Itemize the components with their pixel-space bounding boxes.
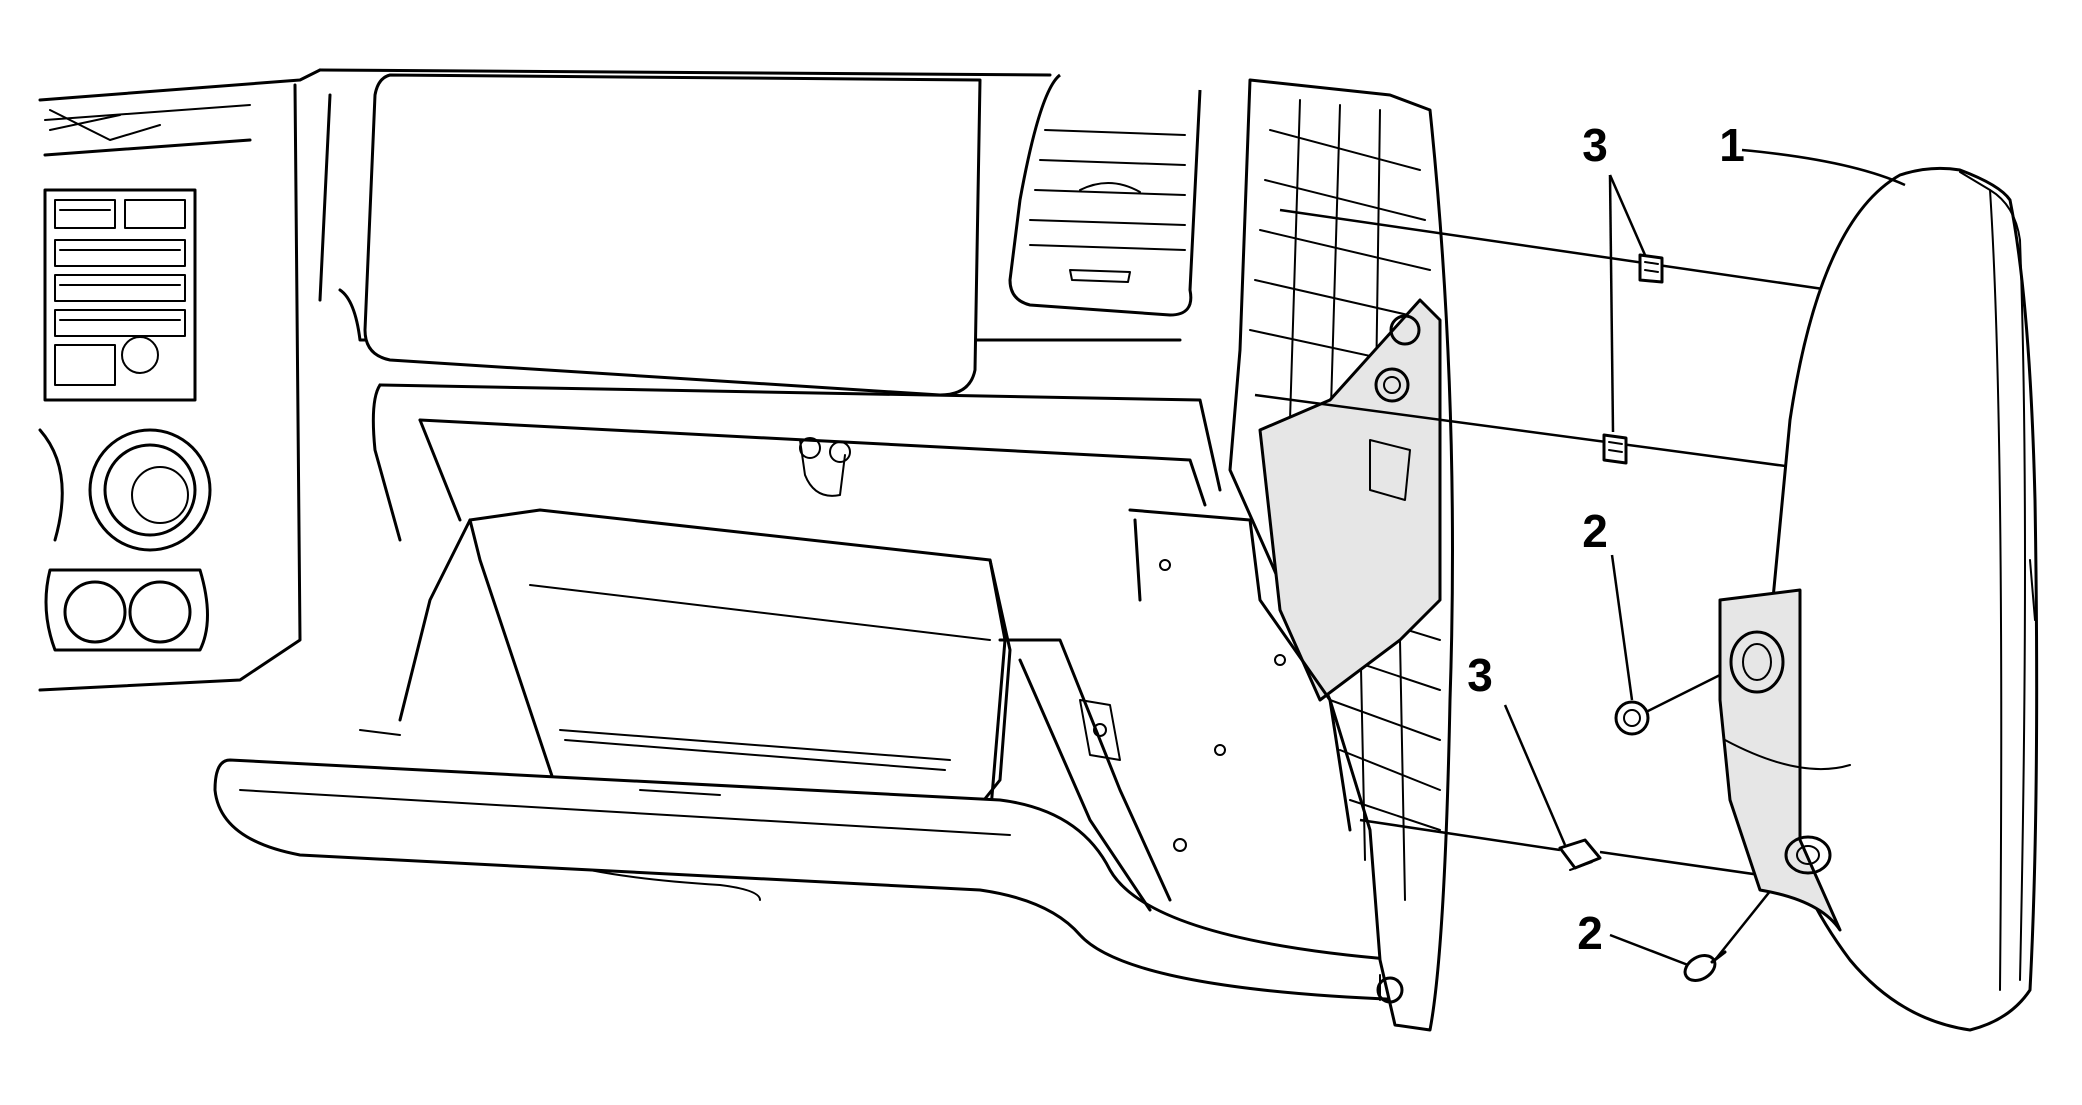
fastener-upper [1614,700,1650,736]
instrument-panel-center [318,68,1222,542]
callout-clip-upper: 3 [1582,119,1608,171]
center-air-vent [1029,129,1186,283]
fastener-lower [1683,950,1727,982]
callout-fastener-upper: 2 [1582,505,1608,557]
end-frame-grid [1249,99,1441,901]
instrument-panel-end-frame [1128,78,1454,1032]
callout-cover: 1 [1719,119,1745,171]
exploded-parts [1254,148,2039,1032]
side-trim-cover [1718,166,2039,1032]
clip-lower [1558,838,1602,871]
glove-box-door [213,418,1412,1002]
radio-unit [54,199,186,386]
callout-fastener-lower: 2 [1577,907,1603,959]
clip-upper-a [1638,253,1664,284]
instrument-panel-left [38,68,322,692]
climate-knobs [38,428,212,652]
callout-clip-lower: 3 [1467,649,1493,701]
clip-upper-b [1602,433,1628,465]
